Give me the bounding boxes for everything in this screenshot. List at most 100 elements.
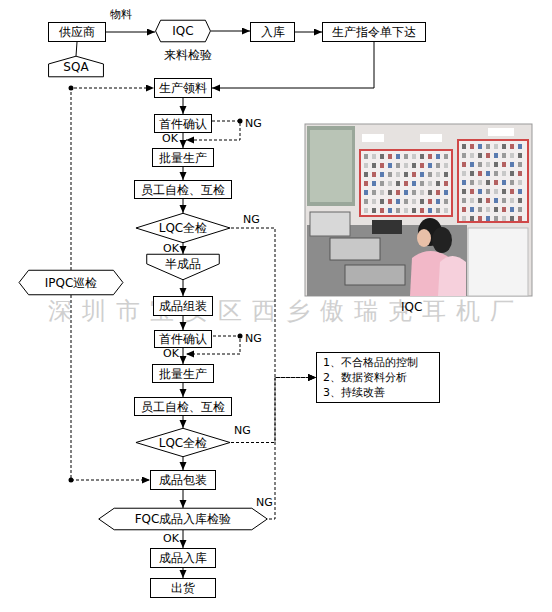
- photo-part: [444, 163, 448, 168]
- photo-instrument: [310, 212, 350, 236]
- photo-part: [388, 199, 392, 204]
- quality-pentagon: SQA: [48, 56, 104, 77]
- shape-outline-path: [136, 213, 230, 242]
- photo-part: [462, 198, 466, 203]
- shape-outline-path: [49, 56, 104, 77]
- flow-arrow: [106, 32, 155, 33]
- photo-part: [470, 207, 474, 212]
- flow-arrow: [183, 243, 184, 254]
- dashed-connector: [231, 378, 316, 443]
- photo-part: [478, 189, 482, 194]
- photo-face: [417, 229, 431, 247]
- dashed-connector: [269, 378, 316, 520]
- photo-part: [428, 208, 432, 213]
- photo-part: [412, 163, 416, 168]
- node-text: 批量生产: [159, 151, 207, 165]
- photo-part: [494, 171, 498, 176]
- photo-part: [396, 163, 400, 168]
- process-box: 批量生产: [152, 148, 214, 167]
- photo-part: [462, 189, 466, 194]
- photo-part: [486, 153, 490, 158]
- photo-part: [428, 199, 432, 204]
- photo-part: [388, 172, 392, 177]
- watermark: 深圳市宝安区西乡傲瑞克耳机厂: [48, 298, 524, 324]
- flow-arrow: [183, 416, 184, 428]
- photo-part: [396, 181, 400, 186]
- photo-part: [380, 172, 384, 177]
- photo-part: [502, 144, 506, 149]
- photo-part: [372, 163, 376, 168]
- photo-part: [428, 181, 432, 186]
- photo-part: [478, 153, 482, 158]
- flow-arrow: [183, 348, 184, 364]
- shape-outline-path: [147, 254, 220, 279]
- decision-diamond: LQC全检: [135, 213, 231, 243]
- photo-part: [486, 198, 490, 203]
- process-box: 生产指令单下达: [322, 22, 426, 42]
- photo-worker: [438, 256, 466, 296]
- photo-part: [428, 172, 432, 177]
- photo-part: [502, 207, 506, 212]
- photo-part: [364, 208, 368, 213]
- photo-part: [396, 190, 400, 195]
- process-box: 批量生产: [152, 364, 214, 383]
- photo-part: [372, 208, 376, 213]
- photo-part: [364, 190, 368, 195]
- photo-part: [444, 172, 448, 177]
- photo-part: [396, 208, 400, 213]
- node-text: IPQC巡检: [45, 276, 98, 290]
- node-text: 供应商: [59, 25, 95, 39]
- node-text: 批量生产: [159, 367, 207, 381]
- photo-part: [502, 216, 506, 221]
- photo-part: [388, 181, 392, 186]
- photo-pegboard: [458, 140, 528, 222]
- photo-part: [518, 162, 522, 167]
- photo-part: [420, 154, 424, 159]
- annotation: 来料检验: [164, 48, 212, 62]
- dashed-connector: [71, 88, 154, 270]
- photo-part: [364, 181, 368, 186]
- photo-part: [462, 216, 466, 221]
- patrol-hexagon: IPQC巡检: [18, 270, 124, 295]
- photo-part: [486, 189, 490, 194]
- process-box: 成品包装: [150, 470, 216, 490]
- photo-part: [380, 190, 384, 195]
- photo-part: [444, 181, 448, 186]
- edge-label: 物料: [110, 9, 132, 21]
- node-text: 首件确认: [159, 332, 207, 346]
- photo-frame: [305, 124, 532, 296]
- photo-part: [502, 153, 506, 158]
- photo-part: [404, 208, 408, 213]
- photo-part: [396, 199, 400, 204]
- photo-part: [462, 153, 466, 158]
- photo-part: [404, 172, 408, 177]
- photo-part: [478, 180, 482, 185]
- photo-part: [518, 207, 522, 212]
- photo-part: [494, 216, 498, 221]
- photo-instrument: [330, 238, 380, 260]
- photo-part: [518, 153, 522, 158]
- photo-part: [412, 172, 416, 177]
- photo-part: [494, 153, 498, 158]
- photo-part: [470, 189, 474, 194]
- photo-sign: [420, 134, 442, 142]
- flow-arrow: [212, 42, 374, 88]
- photo-part: [470, 153, 474, 158]
- photo-part: [486, 162, 490, 167]
- photo-part: [494, 207, 498, 212]
- node-text: 3、持续改善: [323, 385, 385, 400]
- photo-part: [486, 207, 490, 212]
- photo-instrument: [345, 265, 405, 285]
- node-text: FQC成品入库检验: [135, 512, 232, 526]
- photo-part: [412, 199, 416, 204]
- photo-cabinet: [468, 228, 528, 296]
- photo-part: [470, 216, 474, 221]
- process-box: 首件确认: [154, 114, 212, 133]
- photo-part: [372, 172, 376, 177]
- photo-part: [404, 163, 408, 168]
- semi-product-shape: 半成品: [146, 254, 220, 280]
- flow-arrow: [183, 530, 184, 548]
- photo-hair: [432, 227, 452, 253]
- photo-caption: IQC: [401, 300, 422, 314]
